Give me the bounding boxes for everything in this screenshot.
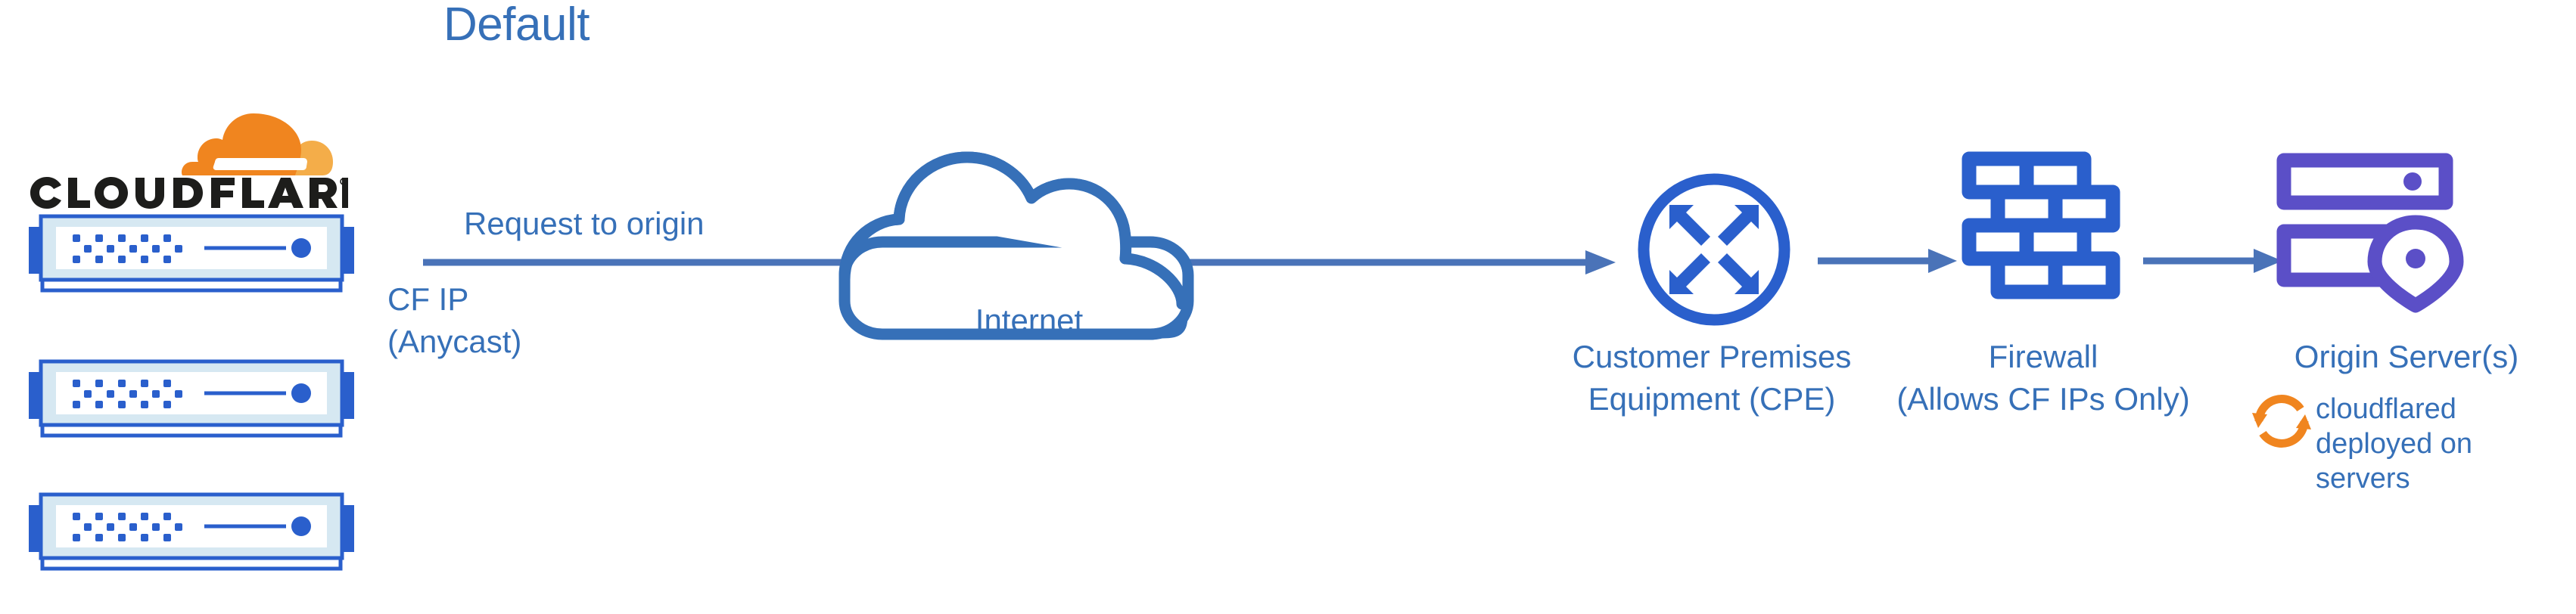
request-to-origin-label: Request to origin xyxy=(464,206,705,241)
cf-ip-anycast-label: CF IP (Anycast) xyxy=(387,281,522,359)
cpe-label: Customer Premises Equipment (CPE) xyxy=(1572,339,1852,417)
rack-server-icon xyxy=(29,492,354,571)
four-arrows-converging-circle-icon xyxy=(1638,173,1790,326)
cloud-outline-icon xyxy=(838,151,1194,340)
cloudflare-cloud-logo-icon xyxy=(182,113,333,175)
origin-server-label: Origin Server(s) xyxy=(2294,339,2519,374)
arrow-cpe-to-firewall xyxy=(1818,249,1957,273)
arrow-firewall-to-origin xyxy=(2143,249,2282,273)
cloudflared-annotation-label: cloudflared deployed on servers xyxy=(2316,393,2473,495)
rack-server-icon xyxy=(29,359,354,438)
cloudflare-wordmark xyxy=(30,177,348,209)
brick-wall-icon xyxy=(1962,151,2120,299)
firewall-label: Firewall (Allows CF IPs Only) xyxy=(1896,339,2190,417)
internet-label: Internet xyxy=(975,302,1084,338)
rack-server-icon xyxy=(29,214,354,293)
server-rack-with-location-pin-icon xyxy=(2276,153,2464,313)
page-title: Default xyxy=(443,0,590,51)
circular-sync-arrows-icon xyxy=(2252,395,2311,448)
